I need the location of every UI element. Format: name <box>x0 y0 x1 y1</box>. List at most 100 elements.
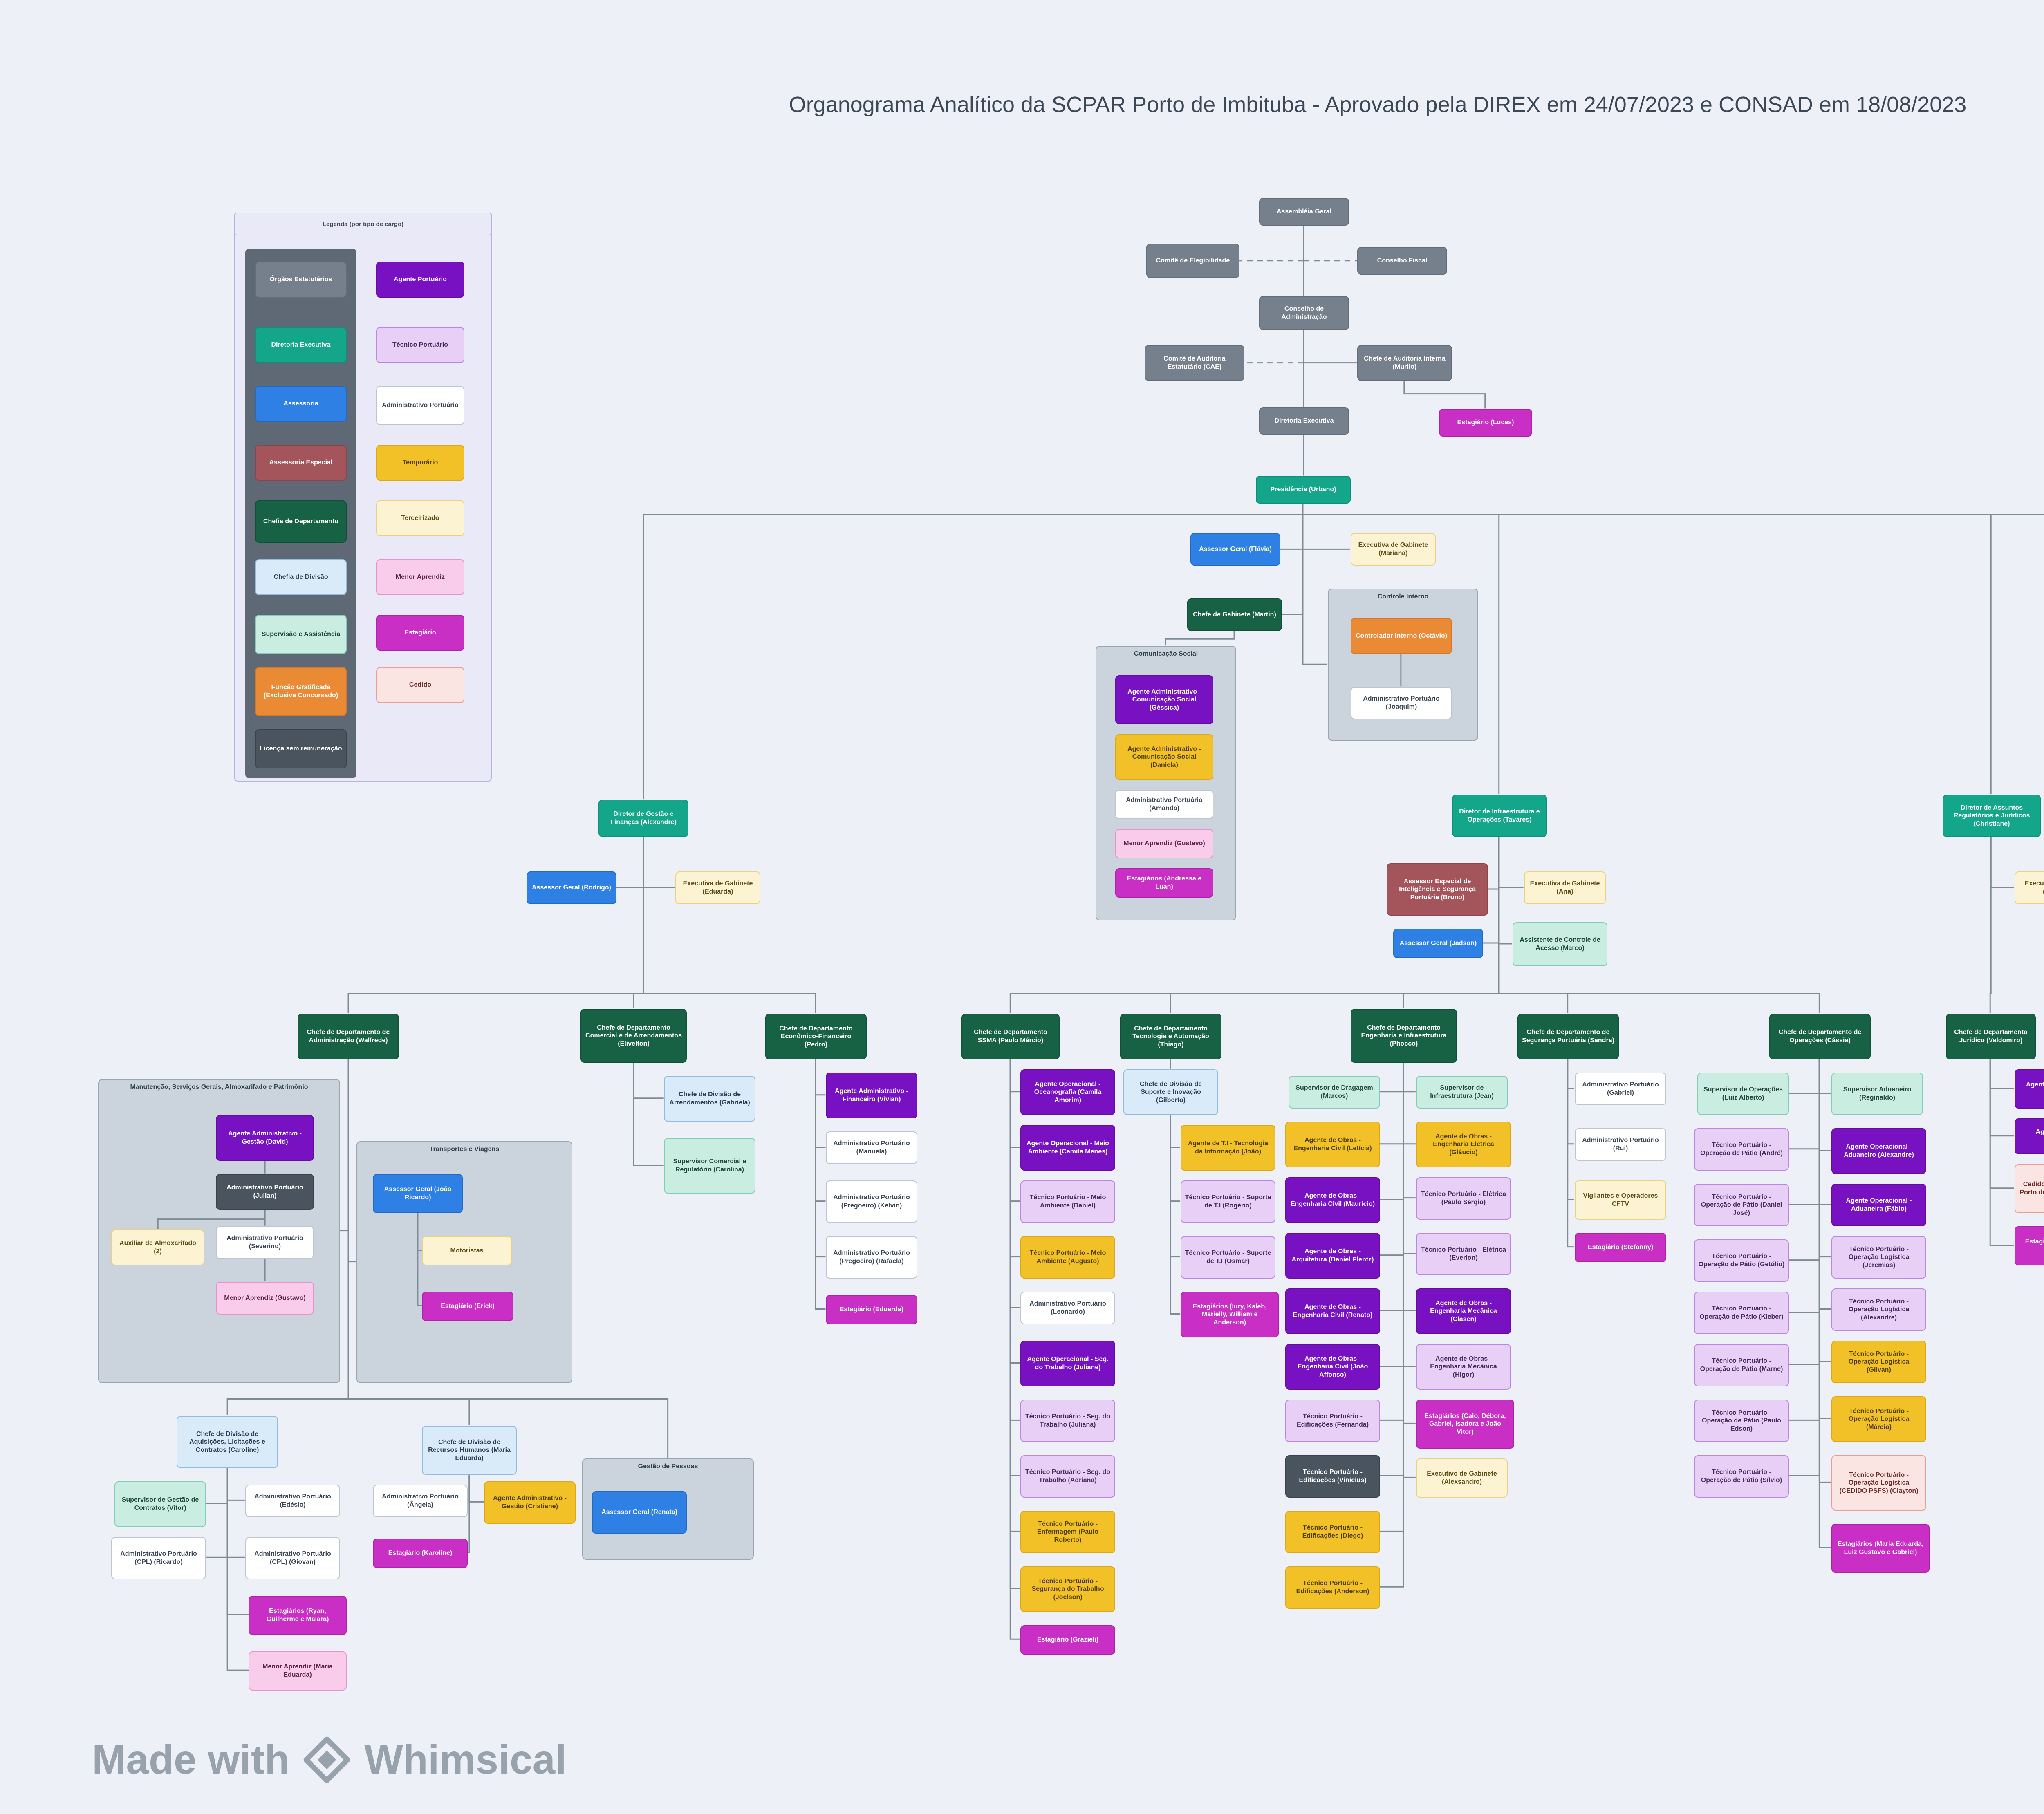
legend-title: Legenda (por tipo de cargo) <box>234 213 492 235</box>
node-ma_maria_eduarda: Menor Aprendiz (Maria Eduarda) <box>249 1651 347 1691</box>
node-se3: Vigilantes e Operadores CFTV <box>1575 1180 1666 1220</box>
made-with-text: Made with <box>92 1737 290 1783</box>
node-div_suporte: Chefe de Divisão de Suporte e Inovação (… <box>1123 1069 1218 1115</box>
legend-item-chefia_divisao: Chefia de Divisão <box>255 559 347 595</box>
legend-item-agente_portuario: Agente Portuário <box>376 262 464 298</box>
node-div_aquisicoes: Chefe de Divisão de Aquisições, Licitaçõ… <box>177 1416 278 1468</box>
node-chefe_auditoria: Chefe de Auditoria Interna (Murilo) <box>1357 345 1452 381</box>
node-ag_david: Agente Administrativo - Gestão (David) <box>216 1115 314 1161</box>
node-e12: Agente de Obras - Engenharia Mecânica (H… <box>1416 1344 1511 1390</box>
node-dep_adm: Chefe de Departamento de Administração (… <box>298 1014 399 1059</box>
node-comite_elegibilidade: Comitê de Elegibilidade <box>1146 244 1239 278</box>
node-s11: Estagiário (Grazieli) <box>1020 1625 1115 1655</box>
node-e11: Agente de Obras - Engenharia Civil (João… <box>1285 1344 1380 1390</box>
node-dep_juridico: Chefe de Departamento Jurídico (Valdomir… <box>1946 1014 2036 1059</box>
node-aux_almox: Auxiliar de Almoxarifado (2) <box>111 1229 204 1265</box>
node-o6: Agente Operacional - Aduaneira (Fábio) <box>1831 1184 1926 1226</box>
node-e9: Agente de Obras - Engenharia Civil (Rena… <box>1285 1288 1380 1334</box>
node-motoristas: Motoristas <box>422 1236 512 1265</box>
node-ac_marco: Assistente de Controle de Acesso (Marco) <box>1513 922 1607 966</box>
node-conselho_adm: Conselho de Administração <box>1259 296 1349 330</box>
legend-item-cedido: Cedido <box>376 667 464 703</box>
node-est_erick: Estagiário (Erick) <box>422 1292 513 1321</box>
legend-item-licenca: Licença sem remuneração <box>255 729 347 768</box>
node-t2: Técnico Portuário - Suporte de T.I (Rogé… <box>1181 1180 1275 1223</box>
legend-item-diretoria_executiva: Diretoria Executiva <box>255 327 347 363</box>
node-o13: Técnico Portuário - Operação de Pátio (P… <box>1694 1400 1789 1442</box>
node-eg_sumahya: Executiva de Gabinete (Sumahya) <box>2015 871 2044 904</box>
node-ag_rodrigo: Assessor Geral (Rodrigo) <box>527 871 616 904</box>
node-ag_com_daniela: Agente Administrativo - Comunicação Soci… <box>1115 734 1213 780</box>
node-ae_bruno: Assessor Especial de Inteligência e Segu… <box>1387 863 1488 916</box>
node-ap_edesio: Administrativo Portuário (Edésio) <box>245 1485 340 1517</box>
node-dep_tecnologia: Chefe de Departamento Tecnologia e Autom… <box>1120 1014 1221 1059</box>
node-ap_amanda: Administrativo Portuário (Amanda) <box>1115 790 1213 819</box>
node-ag_com_gessica: Agente Administrativo - Comunicação Soci… <box>1115 675 1213 724</box>
node-ap_joaquim: Administrativo Portuário (Joaquim) <box>1351 687 1452 719</box>
legend-item-tecnico_portuario: Técnico Portuário <box>376 327 464 363</box>
node-div_arrendamentos: Chefe de Divisão de Arrendamentos (Gabri… <box>664 1076 755 1122</box>
legend-item-supervisao: Supervisão e Assistência <box>255 615 347 654</box>
node-e6: Técnico Portuário - Elétrica (Paulo Sérg… <box>1416 1177 1511 1220</box>
group-title: Transportes e Viagens <box>429 1146 500 1153</box>
legend-item-funcao_gratificada: Função Gratificada (Exclusiva Concursado… <box>255 667 347 716</box>
legend-item-administrativo: Administrativo Portuário <box>376 386 464 425</box>
node-j1: Agente Jurídico (CPL) (José) <box>2015 1069 2044 1109</box>
node-ap_cpl_giovan: Administrativo Portuário (CPL) (Giovan) <box>245 1537 340 1579</box>
node-ap_rafaela2: Administrativo Portuário (Pregoeiro) (Ra… <box>826 1236 917 1279</box>
node-s7: Técnico Portuário - Seg. do Trabalho (Ju… <box>1020 1400 1115 1442</box>
node-se4: Estagiário (Stefanny) <box>1575 1233 1666 1262</box>
node-ag_flavia: Assessor Geral (Flávia) <box>1190 533 1280 566</box>
legend-item-terceirizado: Terceirizado <box>376 500 464 536</box>
node-conselho_fiscal: Conselho Fiscal <box>1357 247 1447 275</box>
node-ma_gustavo_com: Menor Aprendiz (Gustavo) <box>1115 829 1213 858</box>
node-dep_financeiro: Chefe de Departamento Econômico-Financei… <box>765 1014 867 1059</box>
node-e14: Estagiários (Caio, Débora, Gabriel, Isad… <box>1416 1400 1514 1449</box>
node-o17: Estagiários (Maria Eduarda, Luiz Gustavo… <box>1831 1524 1930 1573</box>
node-o10: Técnico Portuário - Operação Logística (… <box>1831 1288 1926 1331</box>
node-o1: Supervisor de Operações (Luiz Alberto) <box>1697 1073 1789 1115</box>
node-diretoria_executiva: Diretoria Executiva <box>1259 407 1349 435</box>
node-e13: Técnico Portuário - Edificações (Fernand… <box>1285 1400 1380 1442</box>
node-j3: Cedido da SCPar para o Porto de Imbituba… <box>2015 1164 2044 1213</box>
node-o15: Técnico Portuário - Operação de Pátio (S… <box>1694 1455 1789 1498</box>
node-e4: Agente de Obras - Engenharia Elétrica (G… <box>1416 1122 1511 1167</box>
node-e5: Agente de Obras - Engenharia Civil (Maur… <box>1285 1177 1380 1223</box>
group-title: Comunicação Social <box>1134 650 1198 657</box>
node-eg_mariana: Executiva de Gabinete (Mariana) <box>1351 533 1436 566</box>
node-dep_engenharia: Chefe de Departamento Engenharia e Infra… <box>1351 1009 1457 1063</box>
node-e2: Supervisor de Infraestrutura (Jean) <box>1416 1076 1508 1109</box>
group-title: Controle Interno <box>1377 593 1429 600</box>
node-eg_ana: Executiva de Gabinete (Ana) <box>1524 871 1606 904</box>
node-ap_cpl_ricardo: Administrativo Portuário (CPL) (Ricardo) <box>111 1537 206 1579</box>
chart-title: Organograma Analítico da SCPAR Porto de … <box>789 92 1967 117</box>
node-e15: Técnico Portuário - Edificações (Viníciu… <box>1285 1455 1380 1498</box>
node-t3: Técnico Portuário - Suporte de T.I (Osma… <box>1181 1236 1275 1279</box>
node-sup_vitor: Supervisor de Gestão de Contratos (Vitor… <box>114 1481 206 1527</box>
node-s6: Agente Operacional - Seg. do Trabalho (J… <box>1020 1341 1115 1386</box>
node-o3: Técnico Portuário - Operação de Pátio (A… <box>1694 1128 1789 1171</box>
node-dir_juridico: Diretor de Assuntos Regulatórios e Juríd… <box>1943 795 2041 837</box>
node-s9: Técnico Portuário - Enfermagem (Paulo Ro… <box>1020 1511 1115 1553</box>
node-s5: Administrativo Portuário (Leonardo) <box>1020 1292 1115 1324</box>
legend-item-estagiario: Estagiário <box>376 615 464 651</box>
node-ap_manuela: Administrativo Portuário (Manuela) <box>826 1131 917 1164</box>
node-est_eduarda: Estagiário (Eduarda) <box>826 1295 917 1324</box>
node-s4: Técnico Portuário - Meio Ambiente (Augus… <box>1020 1236 1115 1279</box>
node-t4: Estagiários (Iury, Kaleb, Marielly, Will… <box>1181 1292 1279 1337</box>
node-o11: Técnico Portuário - Operação de Pátio (M… <box>1694 1344 1789 1386</box>
node-eg_eduarda: Executiva de Gabinete (Eduarda) <box>675 871 760 904</box>
node-e10: Agente de Obras - Engenharia Mecânica (C… <box>1416 1288 1511 1334</box>
node-t1: Agente de T.I - Tecnologia da Informação… <box>1181 1125 1275 1171</box>
node-est_ryan: Estagiários (Ryan, Guilherme e Maiara) <box>249 1596 347 1635</box>
node-se2: Administrativo Portuário (Rui) <box>1575 1128 1666 1161</box>
node-j2: Agente Jurídico (Gleidson) <box>2015 1118 2044 1154</box>
node-e18: Técnico Portuário - Edificações (Anderso… <box>1285 1566 1380 1609</box>
node-o9: Técnico Portuário - Operação de Pátio (K… <box>1694 1292 1789 1334</box>
node-o16: Técnico Portuário - Operação Logística (… <box>1831 1455 1926 1511</box>
node-e16: Executivo de Gabinete (Alexsandro) <box>1416 1458 1508 1498</box>
node-o2: Supervisor Aduaneiro (Reginaldo) <box>1831 1073 1923 1115</box>
legend-item-assessoria: Assessoria <box>255 386 347 422</box>
